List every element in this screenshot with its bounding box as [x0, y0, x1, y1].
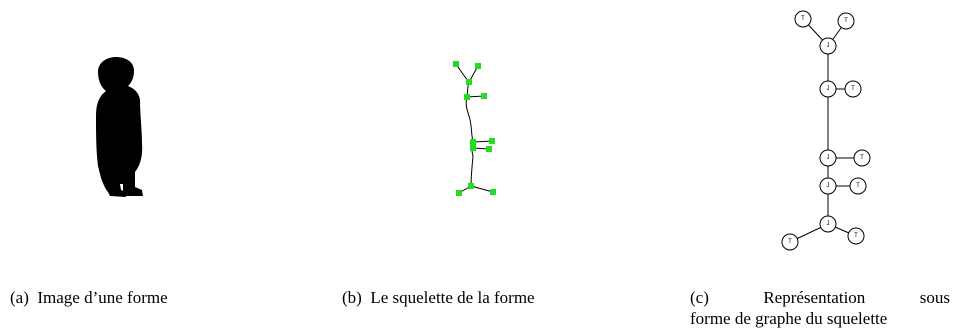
caption-c-line1: (c) Représentation sous: [690, 287, 950, 308]
skeleton-point: [470, 145, 476, 151]
graph-node-junction: J: [819, 177, 837, 195]
caption-a-text: Image d’une forme: [37, 288, 168, 307]
graph-node-terminal: T: [849, 177, 867, 195]
skeleton-drawing: [453, 61, 496, 196]
caption-b-text: Le squelette de la forme: [370, 288, 535, 307]
skeleton-point: [453, 61, 459, 67]
svg-text:T: T: [856, 183, 860, 189]
skeleton-point: [464, 94, 470, 100]
skeleton-branch-mid-1: [472, 140, 493, 143]
skeleton-endpoints: [453, 61, 496, 196]
graph-node-junction: J: [819, 215, 837, 233]
svg-text:J: J: [827, 155, 830, 161]
caption-c-word1: Représentation: [763, 288, 866, 307]
graph-node-junction: J: [819, 149, 837, 167]
caption-a-label: (a): [10, 288, 29, 307]
skeleton-point: [490, 189, 496, 195]
caption-c-line2: forme de graphe du squelette: [690, 309, 888, 328]
caption-c-word2: sous: [919, 288, 950, 307]
skeleton-point: [470, 139, 476, 145]
caption-b-label: (b): [342, 288, 362, 307]
panel-skeleton: (b) Le squelette de la forme: [322, 0, 652, 335]
svg-text:J: J: [827, 43, 830, 49]
graph-node-terminal: T: [781, 233, 799, 251]
panel-shape-image: (a) Image d’une forme: [0, 0, 300, 335]
caption-b: (b) Le squelette de la forme: [342, 287, 535, 308]
svg-text:T: T: [851, 86, 855, 92]
skeleton-point: [489, 138, 495, 144]
panel-skeleton-graph: T T J J T J T J T J T T (c) Représentati…: [680, 0, 966, 335]
caption-c: (c) Représentation sous forme de graphe …: [690, 287, 950, 329]
child-silhouette: [96, 57, 143, 197]
skeleton-point: [486, 146, 492, 152]
graph-node-junction: J: [819, 37, 837, 55]
skeleton-branch-bottom-right: [470, 185, 494, 193]
graph-node-terminal: T: [853, 149, 871, 167]
svg-text:T: T: [801, 16, 805, 22]
svg-text:T: T: [860, 155, 864, 161]
svg-text:T: T: [844, 18, 848, 24]
svg-text:J: J: [827, 86, 830, 92]
caption-c-label: (c): [690, 288, 709, 307]
svg-text:J: J: [827, 183, 830, 189]
svg-text:J: J: [827, 221, 830, 227]
graph-node-terminal: T: [794, 10, 812, 28]
shape-silhouette-image: [96, 57, 143, 197]
skeleton-point: [481, 93, 487, 99]
graph-node-terminal: T: [847, 227, 865, 245]
skeleton-point: [466, 79, 472, 85]
skeleton-point: [468, 183, 474, 189]
skeleton-graph: T T J J T J T J T J T T: [781, 10, 871, 251]
skeleton-point: [475, 63, 481, 69]
graph-node-terminal: T: [844, 80, 862, 98]
graph-nodes: T T J J T J T J T J T T: [781, 10, 871, 251]
graph-node-terminal: T: [837, 12, 855, 30]
svg-text:T: T: [854, 233, 858, 239]
skeleton-point: [456, 190, 462, 196]
caption-a: (a) Image d’une forme: [10, 287, 168, 308]
svg-text:T: T: [788, 239, 792, 245]
graph-node-junction: J: [819, 80, 837, 98]
